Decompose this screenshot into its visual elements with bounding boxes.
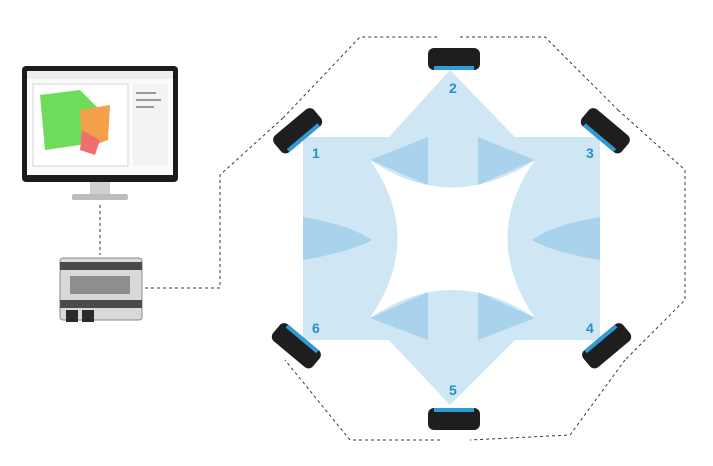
monitor-icon <box>22 66 178 200</box>
sensor-1-device <box>273 108 323 154</box>
sensor-4-device <box>582 323 632 369</box>
sensor-label: 1 <box>312 145 320 161</box>
sensor-5-device <box>428 408 480 430</box>
sensor-label: 2 <box>449 80 457 96</box>
overlap-wedge <box>303 217 372 260</box>
overlap-wedge <box>370 137 428 185</box>
overlap-wedge <box>532 217 600 260</box>
sensor-2-device <box>428 48 480 70</box>
overlap-wedge <box>478 137 535 185</box>
sensor-label: 4 <box>586 320 594 336</box>
sensor-label: 5 <box>449 382 457 398</box>
uncovered-center <box>370 160 535 318</box>
sensor-3-device <box>580 108 630 154</box>
sensor-label: 6 <box>312 320 320 336</box>
overlap-wedge <box>478 292 535 340</box>
wiring <box>99 36 686 441</box>
sensor-label: 3 <box>586 145 594 161</box>
sensor-6-device <box>271 323 321 369</box>
controller-box-icon <box>59 257 143 322</box>
overlap-wedge <box>370 292 428 340</box>
